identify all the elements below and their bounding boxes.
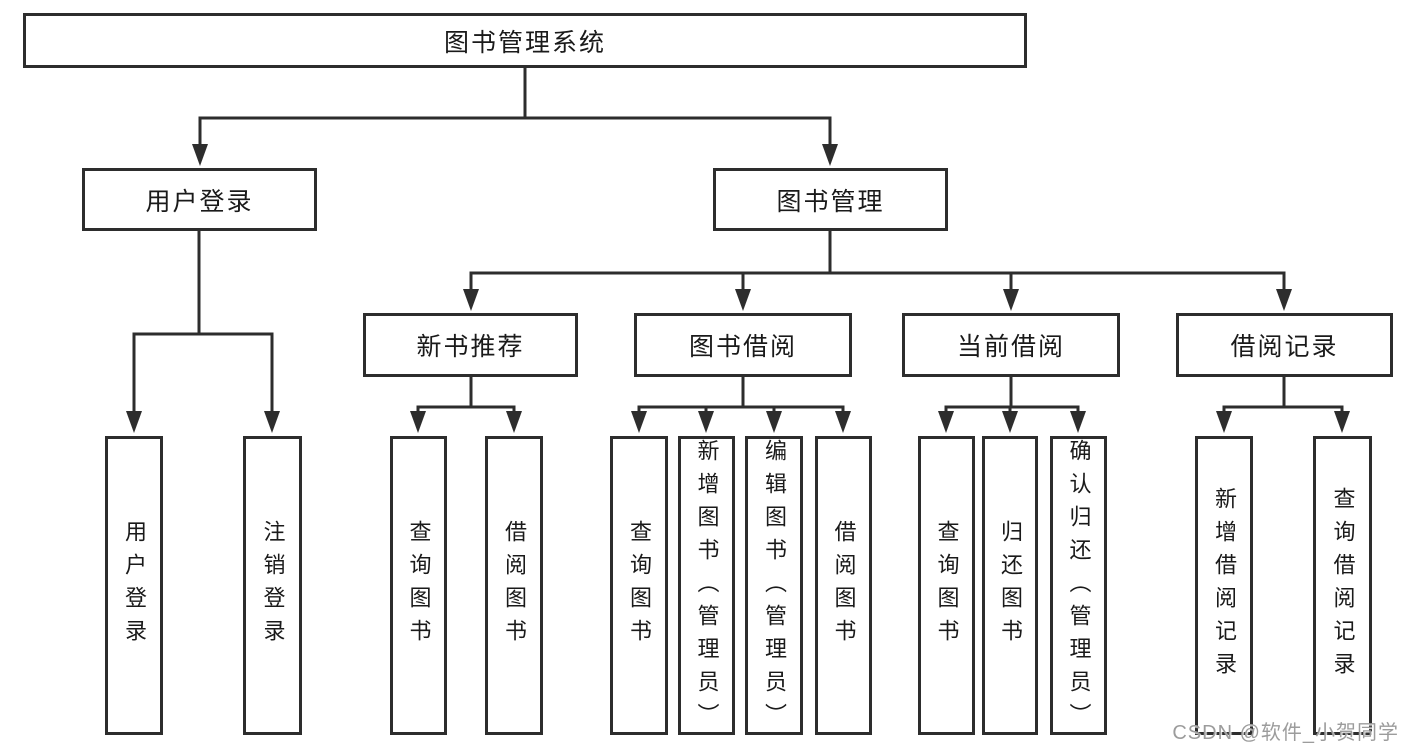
leaf-query-books-3: 查询图书	[918, 436, 975, 735]
node-new-book-recommend: 新书推荐	[363, 313, 578, 377]
leaf-user-login: 用户登录	[105, 436, 163, 735]
leaf-edit-books-admin: 编辑图书（管理员）	[745, 436, 803, 736]
leaf-add-borrow-record: 新增借阅记录	[1195, 436, 1253, 735]
leaf-add-books-admin: 新增图书（管理员）	[678, 436, 735, 736]
node-current-borrow: 当前借阅	[902, 313, 1120, 377]
leaf-logout: 注销登录	[243, 436, 302, 735]
node-book-mgmt: 图书管理	[713, 168, 948, 231]
leaf-query-borrow-record: 查询借阅记录	[1313, 436, 1372, 735]
node-book-borrow: 图书借阅	[634, 313, 852, 377]
leaf-query-books-1: 查询图书	[390, 436, 447, 735]
leaf-borrow-books-2: 借阅图书	[815, 436, 872, 735]
leaf-confirm-return-admin: 确认归还（管理员）	[1050, 436, 1107, 736]
leaf-query-books-2: 查询图书	[610, 436, 668, 735]
leaf-borrow-books-1: 借阅图书	[485, 436, 543, 735]
node-root: 图书管理系统	[23, 13, 1027, 68]
csdn-watermark: CSDN @软件_小贺同学	[1172, 722, 1399, 744]
node-borrow-record: 借阅记录	[1176, 313, 1393, 377]
node-user-login: 用户登录	[82, 168, 317, 231]
leaf-return-books: 归还图书	[982, 436, 1038, 735]
